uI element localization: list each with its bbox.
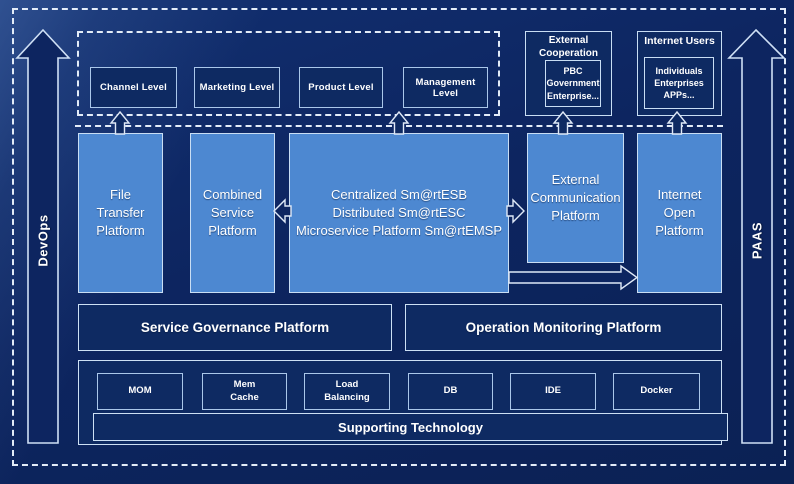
channel-level-label: Channel Level — [99, 82, 167, 93]
marketing-level-label: Marketing Level — [199, 82, 275, 93]
operation-monitoring-platform-label: Operation Monitoring Platform — [465, 320, 662, 335]
supporting-technology-label: Supporting Technology — [338, 419, 483, 435]
external-cooperation-inner-box: PBC Government Enterprise... — [545, 60, 601, 107]
supporting-technology-bar: Supporting Technology — [93, 413, 728, 441]
combined-service-platform-box: Combined Service Platform — [190, 133, 275, 293]
right-arrow-icon-central-to-external-comm — [506, 198, 525, 224]
tech-box-ide: IDE — [510, 373, 596, 410]
combined-service-platform-label: Combined Service Platform — [202, 187, 263, 238]
external-communication-platform-box: External Communication Platform — [527, 133, 624, 263]
external-cooperation-inner-label: PBC Government Enterprise... — [546, 66, 600, 101]
channel-level-box: Channel Level — [90, 67, 177, 108]
central-esb-platform-box: Centralized Sm@rtESB Distributed Sm@rtES… — [289, 133, 509, 293]
service-governance-platform-box: Service Governance Platform — [78, 304, 392, 351]
tech-box-mom: MOM — [97, 373, 183, 410]
paas-label: PAAS — [749, 221, 765, 260]
left-arrow-icon-central-to-combined — [273, 198, 292, 224]
internet-open-platform-label: Internet Open Platform — [655, 187, 704, 238]
tech-label-ide: IDE — [545, 385, 561, 397]
tech-box-docker: Docker — [613, 373, 700, 410]
up-arrow-icon-external-cooperation — [552, 110, 574, 135]
up-arrow-icon-central — [388, 110, 410, 135]
product-level-label: Product Level — [308, 82, 374, 93]
product-level-box: Product Level — [299, 67, 383, 108]
central-esb-platform-label: Centralized Sm@rtESB Distributed Sm@rtES… — [295, 187, 503, 238]
internet-users-inner-box: Individuals Enterprises APPs... — [644, 57, 714, 109]
tech-label-mom: MOM — [128, 385, 152, 397]
tech-box-mem-cache: Mem Cache — [202, 373, 287, 410]
service-governance-platform-label: Service Governance Platform — [140, 320, 330, 335]
external-communication-platform-label: External Communication Platform — [530, 172, 621, 223]
tech-label-load-balancing: Load Balancing — [324, 379, 370, 403]
tech-label-db: DB — [443, 385, 458, 397]
external-cooperation-box: External Cooperation PBC Government Ente… — [525, 31, 612, 116]
internet-users-box: Internet Users Individuals Enterprises A… — [637, 31, 722, 116]
management-level-box: Management Level — [403, 67, 488, 108]
tech-label-docker: Docker — [640, 385, 673, 397]
operation-monitoring-platform-box: Operation Monitoring Platform — [405, 304, 722, 351]
marketing-level-box: Marketing Level — [194, 67, 280, 108]
internet-open-platform-box: Internet Open Platform — [637, 133, 722, 293]
devops-label: DevOps — [35, 214, 51, 267]
external-cooperation-title: External Cooperation — [539, 35, 598, 59]
devops-up-arrow-icon — [15, 28, 71, 444]
levels-dashed-group — [77, 31, 500, 116]
tech-box-db: DB — [408, 373, 493, 410]
right-arrow-icon-central-to-internet-open — [508, 264, 639, 291]
up-arrow-icon-file-transfer — [109, 110, 131, 135]
paas-up-arrow-icon — [727, 28, 786, 444]
management-level-label: Management Level — [415, 76, 476, 99]
tech-label-mem-cache: Mem Cache — [230, 379, 259, 403]
file-transfer-platform-label: File Transfer Platform — [96, 187, 145, 238]
internet-users-inner-label: Individuals Enterprises APPs... — [654, 65, 704, 101]
outer-dashed-border — [12, 8, 786, 466]
tech-box-load-balancing: Load Balancing — [304, 373, 390, 410]
up-arrow-icon-internet-users — [666, 110, 688, 135]
internet-users-title: Internet Users — [644, 35, 715, 47]
